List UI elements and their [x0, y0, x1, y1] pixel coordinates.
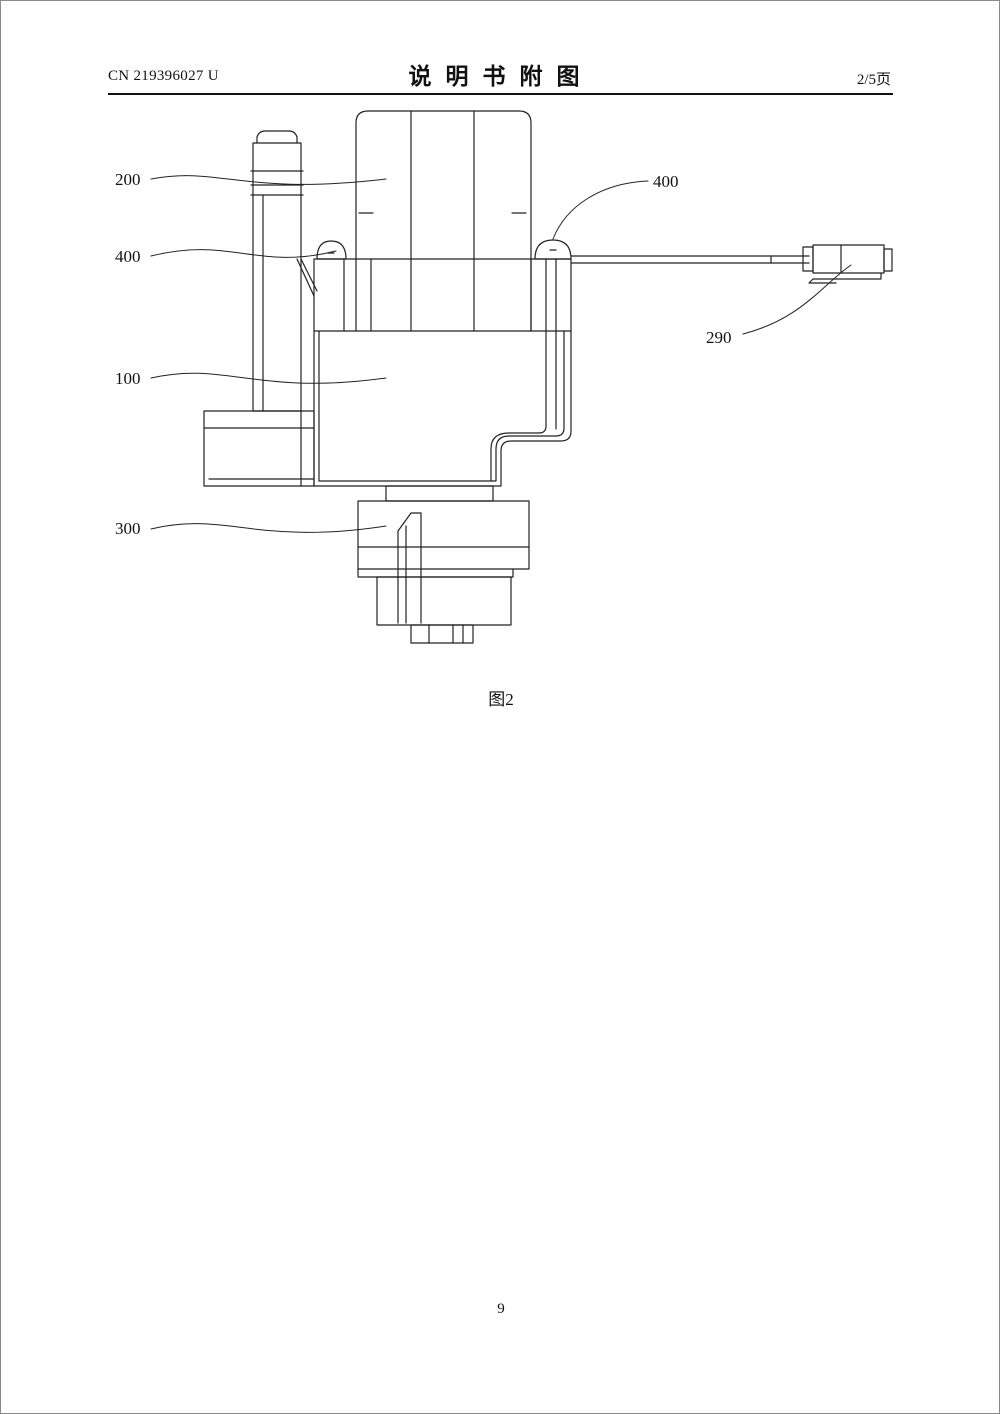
page-number: 9: [497, 1301, 505, 1317]
inlet-tube: [250, 130, 318, 412]
figure-caption: 图2: [488, 690, 514, 709]
page-title: 说明书附图: [408, 64, 594, 90]
leader-lines: [150, 175, 852, 533]
header-rule: [108, 93, 893, 95]
ref-label-400-left: 400: [115, 247, 141, 266]
dome-left: [316, 240, 347, 260]
ref-label-300: 300: [115, 519, 141, 538]
bottom-connector: [357, 485, 530, 644]
pump-body: [203, 330, 572, 487]
dome-right: [534, 239, 572, 260]
ref-label-290: 290: [706, 328, 732, 347]
ref-label-400-right: 400: [653, 172, 679, 191]
motor-housing: [355, 110, 532, 332]
ref-label-200: 200: [115, 170, 141, 189]
collar-band: [313, 258, 572, 332]
patent-number: CN 219396027 U: [108, 68, 219, 84]
technical-drawing: 200 400 400 290 100 300: [115, 110, 893, 644]
cable-plug: [570, 244, 893, 284]
page-count: 2/5页: [856, 72, 891, 88]
ref-label-100: 100: [115, 369, 141, 388]
